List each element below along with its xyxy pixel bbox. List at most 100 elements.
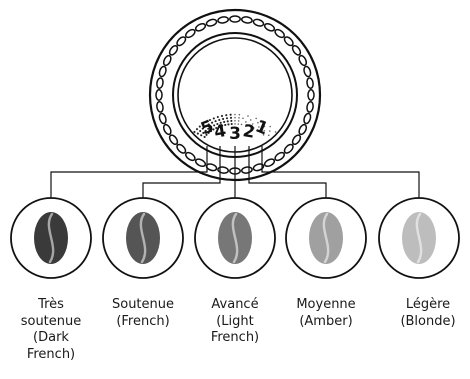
- intensity-dot: [216, 115, 219, 119]
- connector-line-2: [142, 146, 221, 201]
- intensity-dot: [229, 113, 232, 116]
- intensity-dot: [245, 121, 247, 123]
- knurl-bump: [240, 16, 253, 24]
- knurl-bump: [229, 15, 241, 23]
- intensity-dot: [230, 119, 233, 122]
- intensity-dot: [223, 120, 226, 124]
- intensity-dot: [218, 118, 221, 121]
- knurl-bump: [162, 123, 172, 136]
- connector-lines: [50, 146, 420, 201]
- intensity-dot: [213, 124, 216, 127]
- dial-number-4: 4: [213, 121, 228, 143]
- dial-number-2: 2: [241, 121, 256, 143]
- intensity-dots: [193, 113, 277, 138]
- knurl-bump: [252, 163, 265, 172]
- intensity-dot: [222, 117, 225, 121]
- roast-beans: [10, 197, 460, 279]
- intensity-dot: [229, 116, 233, 119]
- intensity-dot: [221, 124, 224, 127]
- intensity-dot: [210, 125, 213, 129]
- roast-label-tres-soutenue: Très soutenue (Dark French): [20, 297, 82, 362]
- intensity-dot: [209, 130, 213, 133]
- intensity-dot: [207, 123, 210, 126]
- intensity-dot: [201, 127, 204, 130]
- knurl-bump: [303, 65, 312, 78]
- intensity-dot: [234, 123, 236, 125]
- knurl-bump: [263, 158, 276, 168]
- intensity-dot: [230, 122, 233, 126]
- knurl-bump: [217, 16, 230, 24]
- knurl-bump: [155, 89, 163, 101]
- roast-label-avance: Avancé (Light French): [210, 297, 260, 345]
- roast-bean-3: [194, 197, 276, 279]
- knurl-bump: [291, 134, 302, 145]
- intensity-dot: [201, 123, 204, 126]
- intensity-dot: [224, 123, 227, 127]
- bean-crease: [47, 212, 55, 264]
- connector-line-5: [261, 146, 420, 201]
- intensity-dot: [208, 119, 212, 122]
- knurl-bump: [194, 158, 207, 168]
- intensity-dot: [234, 116, 236, 119]
- intensity-dot: [258, 126, 260, 128]
- knurl-bump: [194, 22, 207, 32]
- intensity-dot: [269, 125, 271, 128]
- intensity-dot: [247, 115, 249, 117]
- intensity-dot: [205, 133, 208, 136]
- roast-bean-2: [102, 197, 184, 279]
- dial-number-3: 3: [229, 124, 241, 144]
- roast-label-soutenue: Soutenue (French): [111, 297, 175, 329]
- knurl-bump: [158, 65, 167, 78]
- intensity-dot: [234, 120, 236, 122]
- knurl-bump: [306, 100, 314, 113]
- dial-knurl-ring: [155, 15, 315, 175]
- knurl-bump: [185, 151, 196, 162]
- intensity-dot: [252, 127, 255, 129]
- intensity-dot: [238, 117, 240, 119]
- intensity-dot: [255, 117, 257, 120]
- intensity-dot: [207, 131, 210, 134]
- roast-label-moyenne: Moyenne (Amber): [296, 297, 356, 329]
- knurl-bump: [283, 36, 294, 47]
- intensity-dot: [207, 127, 210, 130]
- knurl-bump: [168, 45, 179, 56]
- knurl-bump: [158, 112, 167, 125]
- intensity-dot: [274, 131, 277, 133]
- intensity-dot: [237, 120, 240, 122]
- intensity-dot: [196, 132, 199, 135]
- knurl-bump: [176, 143, 187, 154]
- knurl-bump: [307, 89, 315, 101]
- intensity-dot: [242, 117, 244, 120]
- knurl-bump: [252, 18, 265, 27]
- intensity-dot: [247, 124, 249, 127]
- knurl-bump: [156, 100, 164, 113]
- intensity-dot: [198, 125, 201, 128]
- intensity-dot: [237, 123, 240, 125]
- knurl-bump: [162, 54, 172, 67]
- bean-crease: [415, 212, 423, 264]
- knurl-bump: [291, 45, 302, 56]
- knurl-bump: [176, 36, 187, 47]
- intensity-dot: [203, 135, 206, 138]
- intensity-dot: [212, 117, 215, 120]
- intensity-dot: [257, 121, 259, 124]
- intensity-dot: [226, 120, 229, 123]
- knurl-bump: [205, 18, 218, 27]
- roast-bean-1: [10, 197, 92, 279]
- intensity-dot: [195, 128, 199, 131]
- knurl-bump: [283, 143, 294, 154]
- intensity-dot: [249, 119, 252, 121]
- intensity-dot: [240, 123, 243, 126]
- intensity-dot: [214, 120, 217, 123]
- knurl-bump: [274, 28, 285, 39]
- intensity-dot: [225, 117, 229, 120]
- intensity-dot: [220, 114, 224, 118]
- intensity-dot: [227, 123, 230, 126]
- intensity-dot: [219, 121, 222, 124]
- knurl-bump: [185, 28, 196, 39]
- intensity-dot: [193, 130, 196, 133]
- bean-crease: [322, 212, 330, 264]
- intensity-dot: [263, 129, 266, 132]
- roast-bean-5: [378, 197, 460, 279]
